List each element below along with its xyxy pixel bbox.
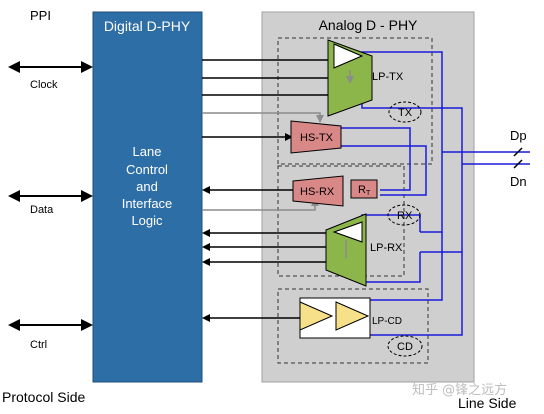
dn-pin	[513, 159, 523, 169]
dn-label: Dn	[510, 174, 527, 189]
cd-label: CD	[397, 341, 413, 353]
tx-dashed-group	[277, 37, 433, 165]
rx-dashed-group	[277, 165, 405, 277]
hs-tx-enable-line	[202, 112, 324, 123]
digital-dphy-body: Lane Control and Interface Logic	[122, 144, 173, 228]
lp-rx-label: LP-RX	[370, 242, 403, 254]
digital-dphy-block	[92, 11, 203, 383]
rx-oval	[387, 204, 421, 226]
digital-body-line: and	[136, 179, 158, 194]
cd-oval	[387, 335, 423, 357]
hs-rx-label: HS-RX	[300, 186, 335, 198]
protocol-side-label: Protocol Side	[2, 389, 85, 405]
hs-rx-block	[292, 175, 344, 207]
rx-label: RX	[397, 210, 413, 222]
lp-cd-detector	[299, 297, 371, 339]
lp-tx-label: LP-TX	[372, 71, 404, 83]
hs-tx-block	[290, 120, 342, 154]
digital-dphy-title: Digital D-PHY	[104, 18, 191, 34]
digital-body-line: Interface	[122, 196, 173, 211]
digital-body-line: Lane	[133, 144, 162, 159]
lp-rx-buffers	[325, 213, 367, 287]
termination-resistor	[350, 179, 378, 199]
line-side-label: Line Side	[458, 395, 517, 411]
dp-label: Dp	[510, 128, 527, 143]
lp-cd-label: LP-CD	[372, 316, 402, 327]
hs-tx-label: HS-TX	[300, 132, 334, 144]
dp-pin	[513, 147, 523, 157]
data-label: Data	[30, 204, 54, 216]
lp-tx-buffers	[327, 39, 373, 117]
analog-dphy-title: Analog D - PHY	[319, 17, 418, 33]
tx-oval	[388, 101, 422, 123]
digital-body-line: Control	[126, 162, 168, 177]
tx-label: TX	[398, 107, 413, 119]
clock-label: Clock	[30, 79, 58, 91]
digital-body-line: Logic	[131, 213, 163, 228]
ppi-label: PPI	[30, 8, 51, 23]
watermark: 知乎 @锋之远方	[412, 382, 507, 398]
ctrl-label: Ctrl	[30, 339, 47, 351]
termination-resistor-label: RT	[358, 184, 371, 197]
